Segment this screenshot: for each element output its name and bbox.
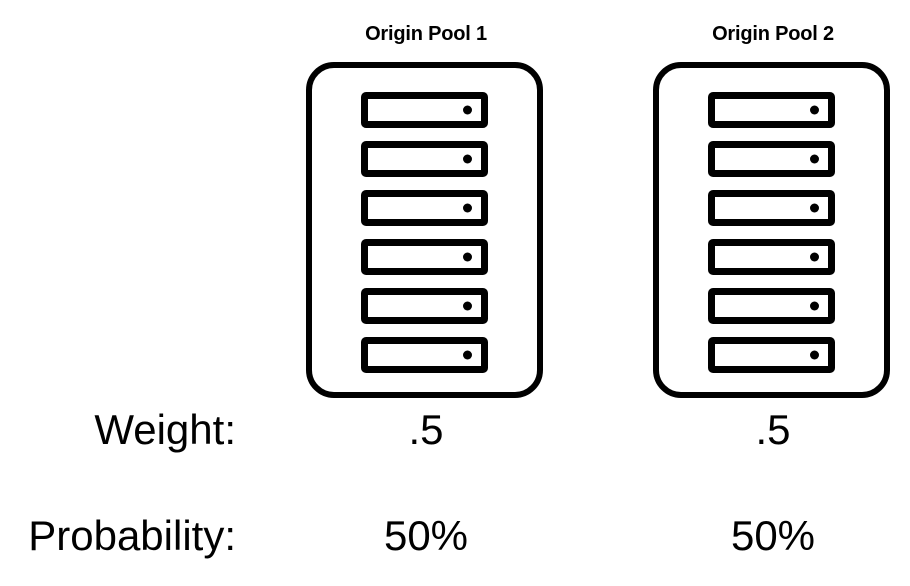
server-led-icon <box>810 252 819 262</box>
server-led-icon <box>463 301 472 311</box>
server-unit <box>361 239 488 275</box>
server-led-icon <box>810 203 819 213</box>
server-led-icon <box>463 105 472 115</box>
server-unit <box>708 239 835 275</box>
origin-pool-2-container <box>653 62 890 398</box>
server-stack-1 <box>312 92 537 373</box>
server-stack-2 <box>659 92 884 373</box>
pool-title-2: Origin Pool 2 <box>712 23 834 45</box>
probability-row-label: Probability: <box>28 512 236 559</box>
server-led-icon <box>810 301 819 311</box>
server-led-icon <box>463 154 472 164</box>
server-led-icon <box>810 105 819 115</box>
server-unit <box>361 190 488 226</box>
server-unit <box>361 141 488 177</box>
server-unit <box>708 92 835 128</box>
server-unit <box>708 288 835 324</box>
server-unit <box>708 337 835 373</box>
server-unit <box>361 337 488 373</box>
server-led-icon <box>810 350 819 360</box>
server-led-icon <box>810 154 819 164</box>
pool-1-weight-value: .5 <box>408 406 444 453</box>
server-led-icon <box>463 203 472 213</box>
server-unit <box>708 190 835 226</box>
server-led-icon <box>463 252 472 262</box>
server-unit <box>361 92 488 128</box>
pool-1-probability-value: 50% <box>383 512 469 559</box>
server-unit <box>708 141 835 177</box>
pool-2-weight-value: .5 <box>755 406 791 453</box>
pool-title-1: Origin Pool 1 <box>365 23 487 45</box>
server-led-icon <box>463 350 472 360</box>
pool-2-probability-value: 50% <box>730 512 816 559</box>
server-unit <box>361 288 488 324</box>
weight-row-label: Weight: <box>94 406 236 453</box>
origin-pool-1-container <box>306 62 543 398</box>
